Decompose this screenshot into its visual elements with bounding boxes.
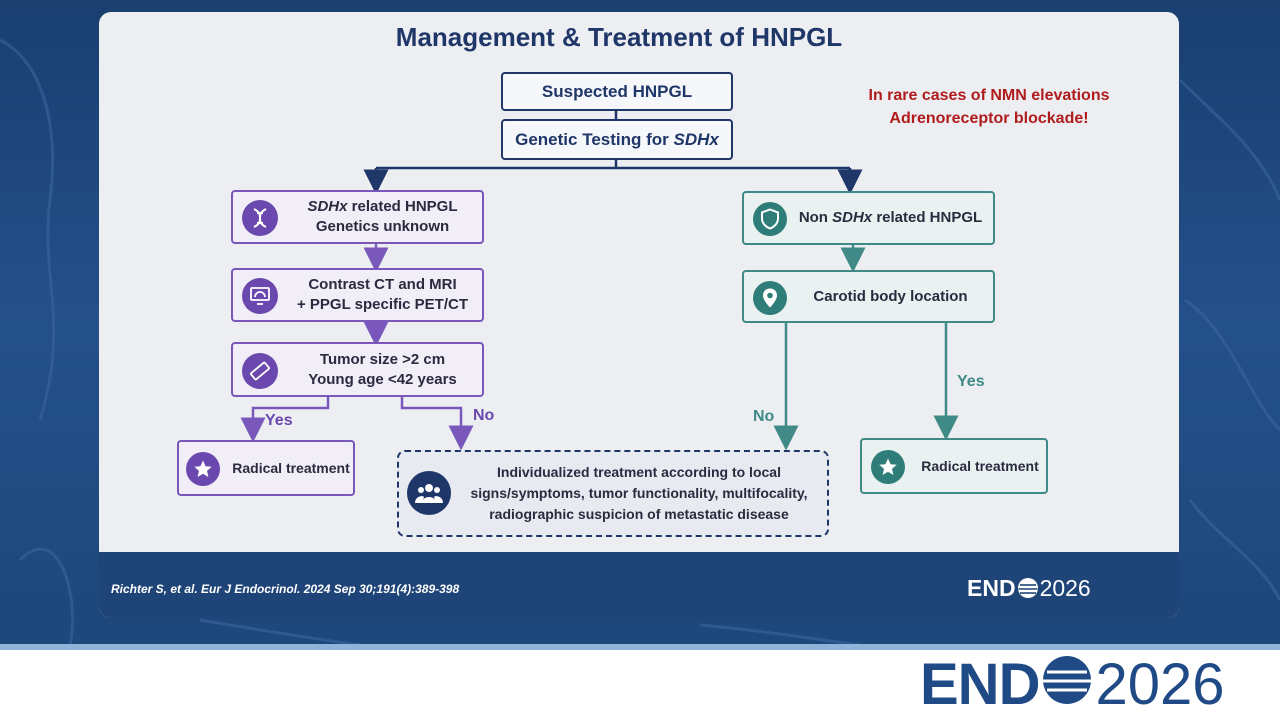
endo-logo-small-year: 2026 [1039, 575, 1091, 601]
genetic-testing-box: Genetic Testing for SDHx [501, 119, 733, 160]
carotid-body-label: Carotid body location [813, 287, 968, 305]
globe-icon [1041, 653, 1093, 720]
individualized-line3: radiographic suspicion of metastatic dis… [489, 506, 789, 522]
non-sdhx-label: Non SDHx related HNPGL [799, 208, 982, 228]
imaging-box: Contrast CT and MRI + PPGL specific PET/… [231, 268, 484, 322]
genetic-testing-text: Genetic Testing for [515, 129, 674, 149]
non-sdhx-related-box: Non SDHx related HNPGL [742, 191, 995, 245]
radical-treatment-left-label: Radical treatment [232, 460, 350, 476]
ruler-icon [242, 353, 278, 389]
criteria-line1: Tumor size >2 cm [319, 350, 446, 368]
suspected-hnpgl-box: Suspected HNPGL [501, 72, 733, 111]
suspected-hnpgl-label: Suspected HNPGL [541, 81, 693, 101]
monitor-scan-icon [242, 278, 278, 314]
globe-icon [1017, 577, 1039, 605]
slide-title: Management & Treatment of HNPGL [395, 22, 843, 52]
imaging-label: Contrast CT and MRI + PPGL specific PET/… [297, 275, 468, 315]
imaging-line1: Contrast CT and MRI [308, 276, 457, 293]
non-sdhx-gene: SDHx [832, 209, 873, 226]
radical-treatment-right-box: Radical treatment [860, 438, 1048, 494]
dna-icon [242, 200, 278, 236]
non-sdhx-prefix: Non [798, 209, 833, 226]
genetic-testing-gene: SDHx [673, 129, 719, 149]
sdhx-related-line1: SDHx related HNPGL [307, 197, 457, 217]
yes-left-label: Yes [265, 412, 293, 429]
nmn-note: In rare cases of NMN elevations Adrenore… [799, 84, 1179, 130]
star-icon [871, 450, 905, 484]
no-left-label: No [473, 407, 495, 424]
endo-logo-large-word: END [920, 651, 1040, 717]
sdhx-related-rest: related HNPGL [347, 198, 458, 215]
sdhx-related-line2: Genetics unknown [315, 218, 450, 235]
individualized-label: Individualized treatment according to lo… [470, 462, 807, 525]
sdhx-related-label: SDHx related HNPGL Genetics unknown [307, 197, 457, 237]
endo-logo-large-year: 2026 [1095, 651, 1225, 717]
nmn-note-line2: Adrenoreceptor blockade! [889, 110, 1089, 127]
criteria-line2: Young age <42 years [308, 370, 457, 388]
slide-panel: Management & Treatment of HNPGL Su [99, 12, 1179, 618]
individualized-line1: Individualized treatment according to lo… [497, 464, 781, 480]
radical-treatment-left-box: Radical treatment [177, 440, 355, 496]
flow-connectors [240, 111, 959, 451]
no-right-label: No [753, 408, 775, 425]
criteria-label: Tumor size >2 cm Young age <42 years [308, 350, 457, 390]
endo-logo-large: END 2026 [920, 651, 1225, 717]
individualized-treatment-box: Individualized treatment according to lo… [397, 450, 829, 537]
individualized-line2: signs/symptoms, tumor functionality, mul… [470, 485, 808, 501]
carotid-body-box: Carotid body location [742, 270, 995, 323]
star-icon [186, 452, 220, 486]
imaging-line2: + PPGL specific PET/CT [296, 296, 469, 313]
sdhx-related-box: SDHx related HNPGL Genetics unknown [231, 190, 484, 244]
yes-right-label: Yes [957, 373, 985, 390]
slide-footer [99, 552, 1179, 618]
endo-logo-small: END 2026 [967, 574, 1091, 602]
sdhx-related-gene: SDHx [307, 198, 348, 215]
endo-logo-small-word: END [967, 575, 1016, 601]
non-sdhx-rest: related HNPGL [872, 209, 983, 226]
radical-treatment-right-label: Radical treatment [921, 458, 1039, 474]
shield-icon [753, 202, 787, 236]
nmn-note-line1: In rare cases of NMN elevations [868, 87, 1110, 104]
people-group-icon [407, 471, 451, 515]
genetic-testing-label: Genetic Testing for SDHx [515, 130, 719, 150]
location-pin-icon [753, 281, 787, 315]
citation: Richter S, et al. Eur J Endocrinol. 2024… [111, 582, 460, 596]
criteria-box: Tumor size >2 cm Young age <42 years [231, 342, 484, 397]
